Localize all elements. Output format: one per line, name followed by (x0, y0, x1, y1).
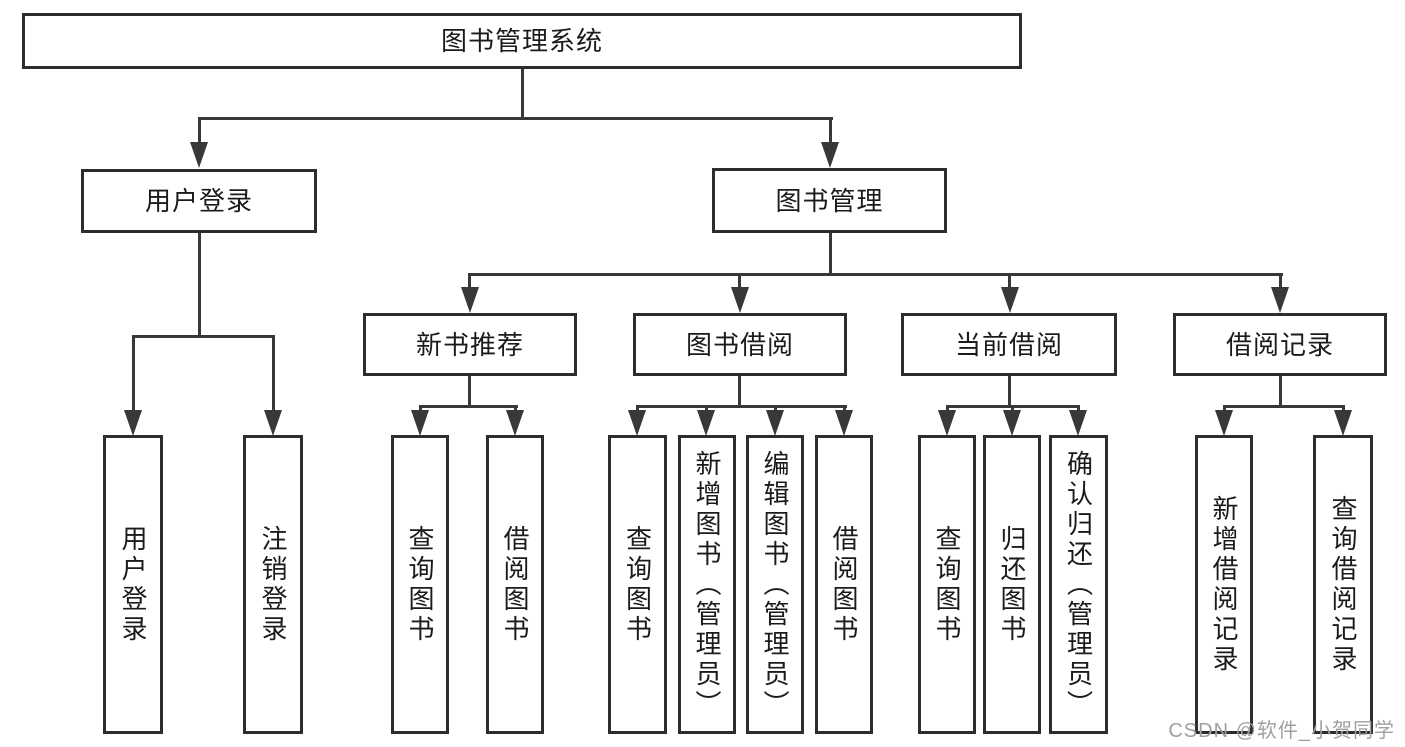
node-label: 图书管理系统 (440, 26, 603, 56)
node-root: 图书管理系统 (22, 13, 1022, 69)
connector-line (774, 405, 777, 414)
arrow-down-icon (766, 410, 784, 436)
node-leaf-add-books: 新增图书（管理员） (678, 435, 736, 734)
arrow-down-icon (1215, 410, 1233, 436)
connector-line (1279, 273, 1282, 291)
connector-line (132, 335, 135, 412)
arrow-down-icon (821, 142, 839, 168)
connector-line (1342, 405, 1345, 414)
node-leaf-return-books: 归还图书 (983, 435, 1041, 734)
node-label: 借阅记录 (1225, 329, 1334, 360)
connector-line (829, 117, 832, 147)
arrow-down-icon (411, 410, 429, 436)
arrow-down-icon (697, 410, 715, 436)
node-new-book-recommend: 新书推荐 (363, 313, 577, 376)
arrow-down-icon (1334, 410, 1352, 436)
node-label: 图书管理 (775, 185, 884, 216)
node-leaf-query-borrow-record: 查询借阅记录 (1313, 435, 1373, 734)
arrow-down-icon (835, 410, 853, 436)
connector-line (1279, 375, 1282, 407)
node-leaf-user-login: 用户登录 (103, 435, 163, 734)
node-label: 借阅图书 (829, 524, 859, 645)
node-label: 确认归还（管理员） (1063, 449, 1094, 720)
node-label: 新增图书（管理员） (692, 449, 722, 720)
arrow-down-icon (124, 410, 142, 436)
connector-line (636, 405, 639, 414)
node-label: 借阅图书 (500, 524, 530, 645)
connector-line (198, 233, 201, 337)
arrow-down-icon (506, 410, 524, 436)
connector-line (1077, 405, 1080, 414)
node-label: 查询图书 (932, 524, 962, 645)
connector-line (514, 405, 517, 414)
node-leaf-logout: 注销登录 (243, 435, 303, 734)
connector-line (468, 375, 471, 407)
arrow-down-icon (731, 287, 749, 313)
connector-line (705, 405, 708, 414)
connector-line (1223, 405, 1226, 414)
connector-line (946, 405, 949, 414)
arrow-down-icon (1001, 287, 1019, 313)
connector-line (198, 117, 201, 147)
arrow-down-icon (1271, 287, 1289, 313)
connector-line (521, 69, 524, 119)
connector-line (468, 273, 471, 291)
node-label: 图书借阅 (685, 329, 794, 360)
arrow-down-icon (190, 142, 208, 168)
node-borrowing-records: 借阅记录 (1173, 313, 1387, 376)
node-book-borrowing: 图书借阅 (633, 313, 847, 376)
arrow-down-icon (264, 410, 282, 436)
node-leaf-add-borrow-record: 新增借阅记录 (1195, 435, 1253, 734)
connector-line (419, 405, 422, 414)
arrow-down-icon (628, 410, 646, 436)
connector-line (198, 117, 833, 120)
node-label: 新增借阅记录 (1209, 494, 1239, 675)
node-user-login: 用户登录 (81, 169, 317, 233)
node-label: 归还图书 (997, 524, 1027, 645)
connector-line (1008, 375, 1011, 407)
node-current-borrowing: 当前借阅 (901, 313, 1117, 376)
node-leaf-query-books-1: 查询图书 (391, 435, 449, 734)
node-leaf-edit-books: 编辑图书（管理员） (746, 435, 804, 734)
connector-line (843, 405, 846, 414)
connector-line (636, 405, 847, 408)
connector-line (738, 273, 741, 291)
node-label: 注销登录 (258, 524, 288, 645)
node-label: 用户登录 (118, 524, 148, 645)
node-label: 新书推荐 (415, 329, 524, 360)
arrow-down-icon (938, 410, 956, 436)
connector-line (468, 273, 1283, 276)
arrow-down-icon (461, 287, 479, 313)
connector-line (829, 233, 832, 275)
node-label: 编辑图书（管理员） (760, 449, 790, 720)
node-label: 查询借阅记录 (1328, 494, 1358, 675)
connector-line (419, 405, 518, 408)
connector-line (1223, 405, 1345, 408)
node-leaf-confirm-return: 确认归还（管理员） (1049, 435, 1108, 734)
node-leaf-query-books-3: 查询图书 (918, 435, 976, 734)
node-leaf-borrow-books-2: 借阅图书 (815, 435, 873, 734)
node-label: 查询图书 (622, 524, 653, 645)
connector-line (738, 375, 741, 407)
node-label: 用户登录 (144, 186, 253, 216)
arrow-down-icon (1003, 410, 1021, 436)
node-label: 查询图书 (405, 524, 435, 645)
arrow-down-icon (1069, 410, 1087, 436)
connector-line (272, 335, 275, 412)
node-label: 当前借阅 (954, 329, 1063, 360)
node-leaf-query-books-2: 查询图书 (608, 435, 667, 734)
node-book-management: 图书管理 (712, 168, 947, 233)
connector-line (1008, 273, 1011, 291)
connector-line (132, 335, 275, 338)
connector-line (1011, 405, 1014, 414)
node-leaf-borrow-books-1: 借阅图书 (486, 435, 544, 734)
csdn-watermark: CSDN @软件_小贺同学 (1168, 720, 1395, 742)
